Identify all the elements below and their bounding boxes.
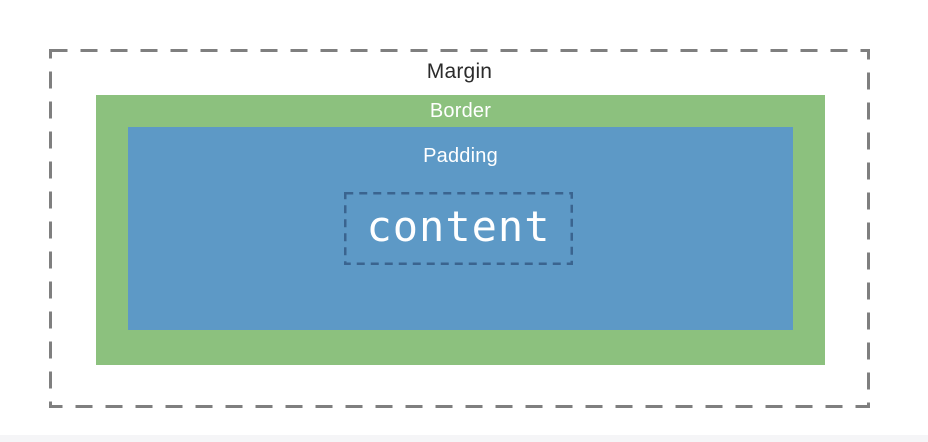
padding-label: Padding — [423, 145, 498, 167]
bottom-strip — [0, 435, 928, 442]
margin-label: Margin — [426, 60, 493, 83]
content-label: content — [366, 201, 551, 251]
margin-box: Margin Border Padding content — [49, 49, 870, 408]
border-label: Border — [429, 100, 492, 122]
padding-box: Padding content — [128, 127, 793, 330]
content-box: content — [344, 192, 573, 265]
border-box: Border Padding content — [96, 95, 825, 365]
